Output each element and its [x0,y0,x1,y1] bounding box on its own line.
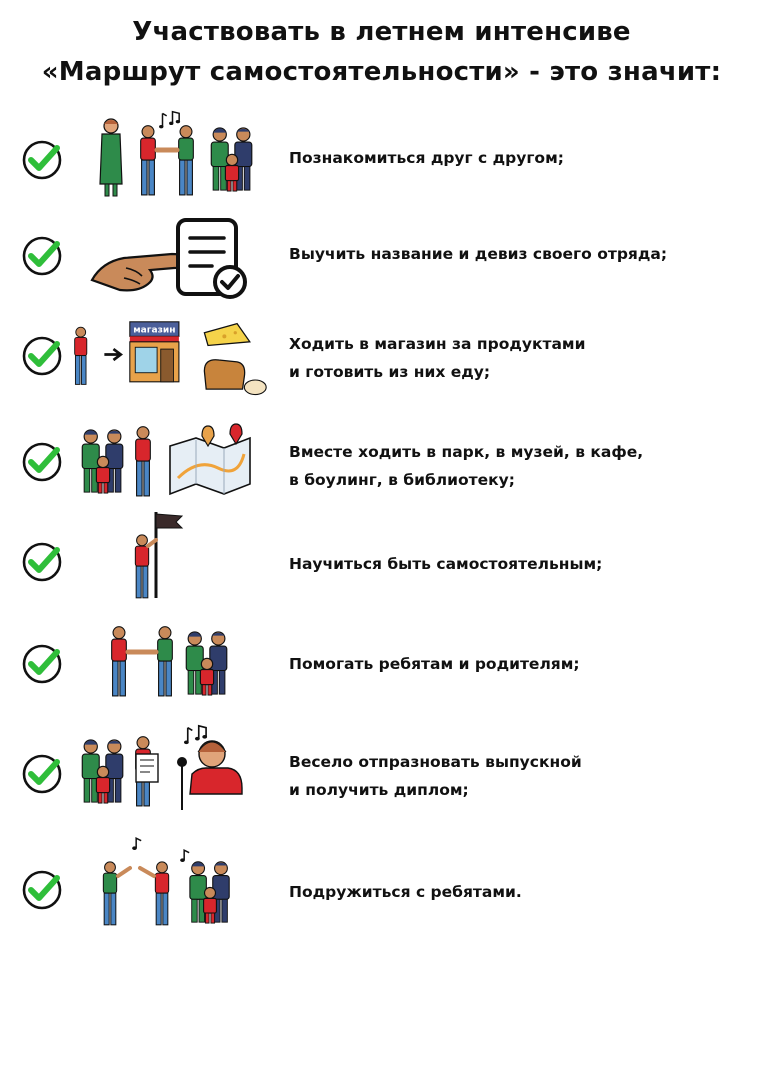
item-text-line: Познакомиться друг с другом; [289,149,564,167]
item-text: Помогать ребятам и родителям; [289,650,749,678]
person-flag-icon [134,512,184,599]
item-text: Ходить в магазин за продуктами и готовит… [289,330,749,386]
item-text-line: Весело отпразновать выпускной [289,753,582,771]
meeting-people-icon [99,110,253,197]
item-text-line: Ходить в магазин за продуктами [289,335,586,353]
item-text: Вместе ходить в парк, в музей, в кафе, в… [289,438,749,494]
item-text: Научиться быть самостоятельным; [289,550,749,578]
list-item: магазин Ходить в магазин за продуктами и… [0,310,763,410]
item-text-line: в боулинг, в библиотеку; [289,471,515,489]
page-title: Участвовать в летнем интенсиве «Маршрут … [0,12,763,92]
check-icon [20,234,64,278]
graduation-singer-icon [81,725,243,810]
check-icon [20,752,64,796]
list-item: Познакомиться друг с другом; [0,110,763,210]
pointing-checklist-icon [90,218,247,299]
shop-food-icon: магазин [74,321,267,396]
check-icon [20,440,64,484]
check-icon [20,540,64,584]
check-icon [20,138,64,182]
item-text: Подружиться с ребятами. [289,878,749,906]
list-item: Весело отпразновать выпускной и получить… [0,724,763,824]
list-item: Выучить название и девиз своего отряда; [0,208,763,308]
item-text-line: и готовить из них еду; [289,363,491,381]
item-text: Выучить название и девиз своего отряда; [289,240,749,268]
item-text-line: Помогать ребятам и родителям; [289,655,580,673]
family-map-icon [81,423,251,497]
item-text-line: Выучить название и девиз своего отряда; [289,245,668,263]
item-text-line: и получить диплом; [289,781,469,799]
check-icon [20,642,64,686]
store-sign: магазин [133,326,175,336]
friends-music-icon [102,837,230,926]
item-text: Познакомиться друг с другом; [289,144,749,172]
list-item: Помогать ребятам и родителям; [0,614,763,714]
item-text-line: Вместе ходить в парк, в музей, в кафе, [289,443,644,461]
list-item: Подружиться с ребятами. [0,836,763,936]
item-text: Весело отпразновать выпускной и получить… [289,748,749,804]
check-icon [20,868,64,912]
list-item: Научиться быть самостоятельным; [0,512,763,612]
handshake-family-icon [111,626,228,697]
item-text-line: Подружиться с ребятами. [289,883,522,901]
page-title-line-2: «Маршрут самостоятельности» - это значит… [41,57,722,87]
page-title-line-1: Участвовать в летнем интенсиве [132,17,631,47]
check-icon [20,334,64,378]
list-item: Вместе ходить в парк, в музей, в кафе, в… [0,418,763,518]
item-text-line: Научиться быть самостоятельным; [289,555,603,573]
